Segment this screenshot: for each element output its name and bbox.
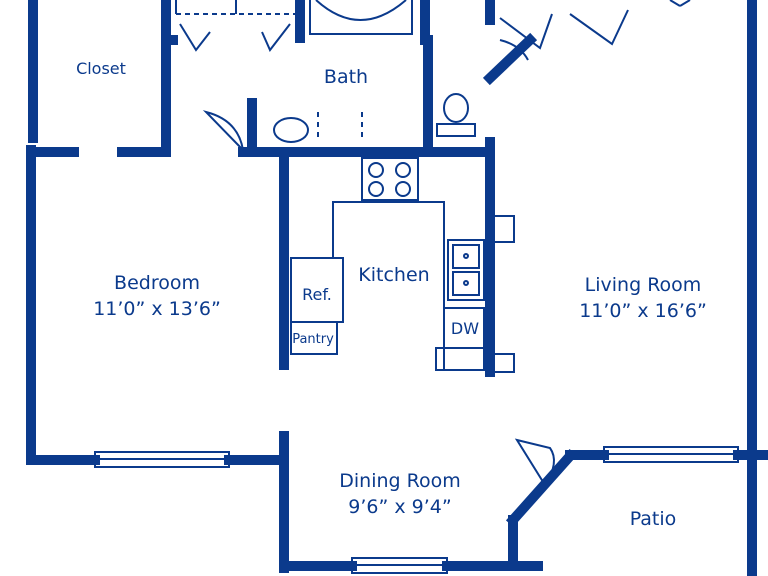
sink-basin-1 bbox=[452, 244, 480, 269]
door-closet-right bbox=[261, 23, 291, 52]
toilet-tank bbox=[436, 123, 476, 137]
wall-entry-diag bbox=[482, 32, 538, 86]
walls bbox=[26, 0, 768, 576]
bathtub-basin bbox=[315, 0, 407, 21]
door-entry-leaf-1 bbox=[499, 13, 553, 50]
bedroom-label: Bedroom bbox=[114, 272, 200, 294]
door-top-right-tick bbox=[669, 0, 681, 7]
kitchen-bar-counter bbox=[435, 347, 485, 371]
pantry-box bbox=[290, 321, 338, 355]
refrigerator-label: Ref. bbox=[302, 285, 332, 304]
closet-label: Closet bbox=[76, 59, 126, 78]
living-room-label: Living Room bbox=[585, 274, 702, 296]
bedroom-dimensions: 11’0” x 13’6” bbox=[93, 298, 221, 320]
bathtub bbox=[309, 0, 413, 35]
door-entry-leaf-2 bbox=[569, 9, 629, 46]
door-patio-swing bbox=[514, 438, 555, 487]
kitchen-pony-wall bbox=[489, 215, 515, 243]
drain-2 bbox=[463, 280, 469, 286]
bath-sink bbox=[273, 117, 309, 143]
bath-label: Bath bbox=[324, 66, 368, 88]
door-closet-left bbox=[179, 23, 211, 52]
sink-outer bbox=[447, 239, 485, 301]
door-top-right-tick-2 bbox=[679, 0, 691, 7]
kitchen-pony-wall-2 bbox=[489, 353, 515, 373]
pantry-label: Pantry bbox=[292, 332, 334, 347]
door-entry-swing bbox=[499, 39, 529, 61]
burner-2 bbox=[395, 162, 411, 178]
burner-3 bbox=[368, 181, 384, 197]
toilet-bowl bbox=[443, 93, 469, 123]
thin-lines bbox=[94, 0, 739, 574]
burner-4 bbox=[395, 181, 411, 197]
dining-room-dimensions: 9’6” x 9’4” bbox=[348, 496, 451, 518]
patio-label: Patio bbox=[630, 508, 677, 530]
dining-room-label: Dining Room bbox=[339, 470, 460, 492]
dishwasher-label: DW bbox=[451, 319, 479, 338]
labels: Closet Bath Bedroom 11’0” x 13’6” Kitche… bbox=[76, 59, 707, 530]
drain-1 bbox=[463, 253, 469, 259]
living-room-dimensions: 11’0” x 16’6” bbox=[579, 300, 707, 322]
door-bedroom-swing bbox=[202, 110, 244, 151]
stove bbox=[361, 157, 419, 201]
kitchen-label: Kitchen bbox=[358, 264, 429, 286]
wall-patio-diagonal bbox=[505, 448, 578, 528]
burner-1 bbox=[368, 162, 384, 178]
sink-basin-2 bbox=[452, 271, 480, 296]
